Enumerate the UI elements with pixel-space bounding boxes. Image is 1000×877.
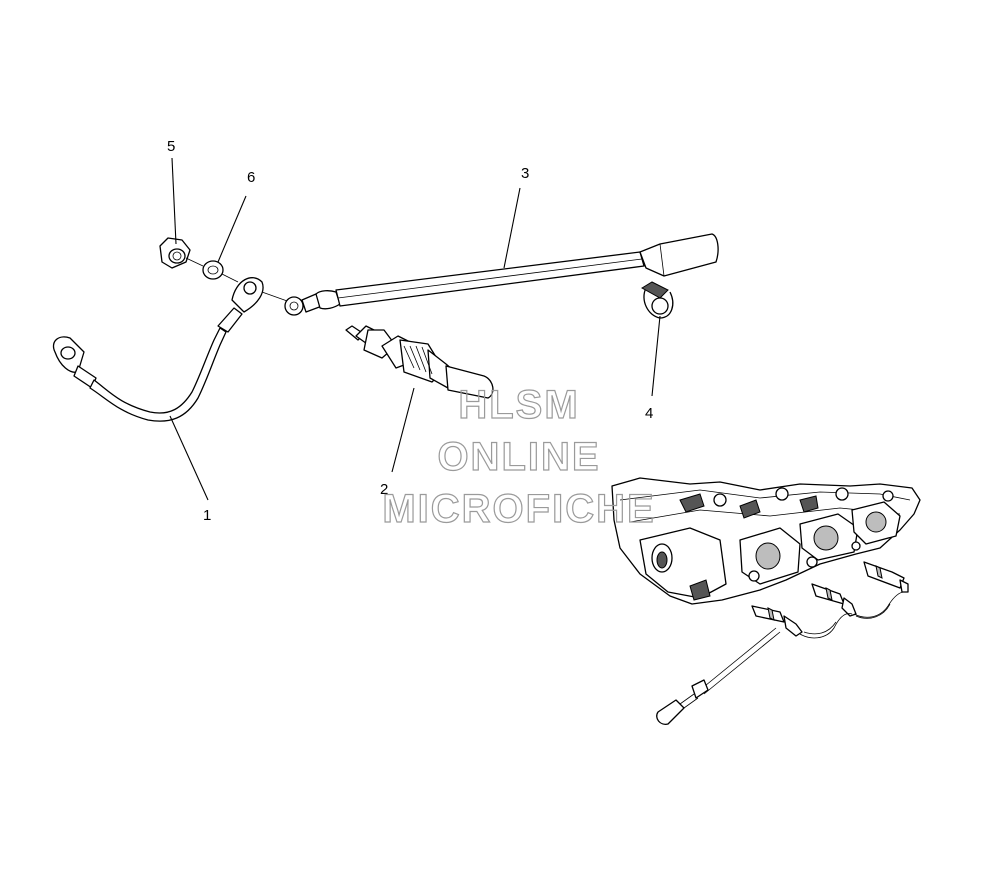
part-3-harness-lead[interactable] — [284, 233, 719, 316]
part-2-glow-plug[interactable] — [345, 325, 494, 399]
watermark-line-2: ONLINE — [437, 435, 600, 479]
callout-4: 4 — [645, 405, 653, 422]
callout-5: 5 — [167, 138, 175, 155]
callout-1: 1 — [203, 507, 211, 524]
part-6-washer[interactable] — [202, 260, 224, 280]
watermark-line-1: HLSM — [458, 383, 579, 427]
callout-2: 2 — [380, 481, 388, 498]
watermark-line-3: MICROFICHE — [382, 487, 655, 531]
part-4-clip[interactable] — [641, 281, 674, 319]
callout-labels: 1 2 3 4 5 6 — [167, 138, 653, 524]
callout-6: 6 — [247, 169, 255, 186]
leader-lines — [169, 157, 661, 501]
watermark: HLSM ONLINE MICROFICHE — [382, 382, 655, 531]
engine-head-inset — [611, 477, 921, 605]
callout-3: 3 — [521, 165, 529, 182]
part-1-ground-wire[interactable] — [52, 277, 264, 422]
part-5-nut[interactable] — [159, 237, 191, 269]
engine-glow-plug-harness-inset — [656, 561, 909, 725]
